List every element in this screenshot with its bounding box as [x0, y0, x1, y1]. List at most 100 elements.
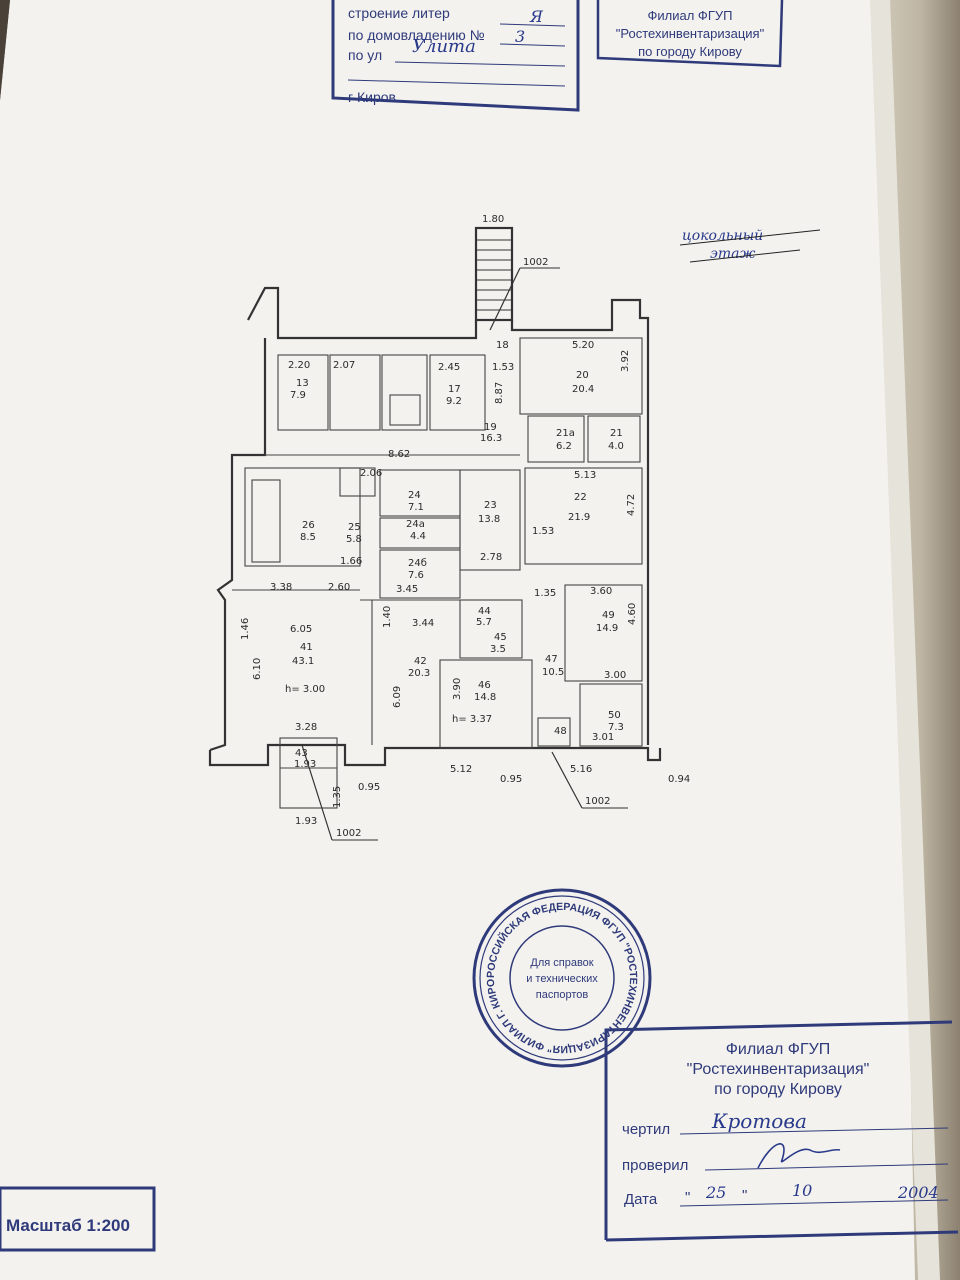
date-open-quote: " — [685, 1189, 690, 1206]
plan-label-l33: 2.78 — [480, 552, 502, 563]
plan-label-l85: 8.87 — [494, 382, 505, 404]
left-dark-corner — [0, 0, 10, 100]
plan-outer-bottom — [208, 743, 662, 767]
plan-label-l65: 0.95 — [358, 782, 380, 793]
stamp-line3-value: Улита — [412, 36, 476, 57]
scale-text: Масштаб 1:200 — [6, 1216, 130, 1235]
plan-label-l10: 20 — [576, 370, 589, 381]
stamp-line2-value: 3 — [515, 27, 525, 46]
floor-title-line2: этаж — [710, 246, 755, 262]
plan-label-l24: 21.9 — [568, 512, 590, 523]
drew-label: чертил — [622, 1121, 670, 1138]
paper-shadow — [870, 0, 940, 1280]
stamp-line1-value: Я — [529, 7, 544, 26]
stamp-line4-label: г Киров — [348, 89, 396, 105]
plan-label-l69: 1.46 — [240, 618, 251, 640]
plan-label-l54: 10.5 — [542, 667, 564, 678]
top-stamp-line1: Филиал ФГУП — [648, 8, 733, 23]
floor-title: цокольный этаж — [679, 228, 821, 263]
top-stamp-line2: "Ростехинвентаризация" — [616, 26, 765, 41]
plan-label-l44: 44 — [478, 606, 491, 617]
scale-box: Масштаб 1:200 — [0, 1186, 156, 1252]
plan-label-l77: 1.35 — [534, 588, 556, 599]
plan-label-l15: 6.2 — [556, 441, 572, 452]
plan-label-l11: 20.4 — [572, 384, 594, 395]
bottom-stamp-line1: Филиал ФГУП — [726, 1041, 831, 1058]
plan-label-l60: 1.93 — [294, 759, 316, 770]
date-month: 10 — [792, 1181, 812, 1200]
plan-label-l19: 24 — [408, 490, 421, 501]
plan-label-l66: 1.93 — [295, 816, 317, 827]
bottom-stamp: Филиал ФГУП "Ростехинвентаризация" по го… — [604, 1020, 959, 1242]
plan-label-l71: 1.40 — [382, 606, 393, 628]
checked-label: проверил — [622, 1157, 688, 1174]
plan-label-l62: 0.95 — [500, 774, 522, 785]
plan-label-l31: 24б — [408, 558, 427, 569]
plan-label-l48: 49 — [602, 610, 615, 621]
seal-center-line2: и технических — [526, 973, 598, 985]
plan-stairs — [474, 226, 514, 322]
plan-label-l40: h= 3.00 — [285, 684, 325, 695]
section-mark-1-label: 1002 — [523, 257, 548, 268]
section-mark-3: 1002 — [301, 744, 378, 841]
plan-label-l37: 6.05 — [290, 624, 312, 635]
plan-label-l1: 1.80 — [482, 214, 504, 225]
plan-label-l29: 24а — [406, 519, 425, 530]
plan-label-l5: 5.20 — [572, 340, 594, 351]
plan-label-l2: 2.20 — [288, 360, 310, 371]
plan-label-l55: 50 — [608, 710, 621, 721]
plan-label-l17: 4.0 — [608, 441, 624, 452]
plan-label-l36: 3.45 — [396, 584, 418, 595]
plan-label-l25: 26 — [302, 520, 315, 531]
plan-label-l18: 8.62 — [388, 449, 410, 460]
plan-outer-left — [209, 338, 267, 752]
plan-label-l34: 3.38 — [270, 582, 292, 593]
plan-label-l70: 6.09 — [392, 686, 403, 708]
plan-label-l74: 3.60 — [590, 586, 612, 597]
plan-label-l52: h= 3.37 — [452, 714, 492, 725]
signature-mark — [757, 1143, 841, 1169]
plan-label-l80: 3.92 — [620, 350, 631, 372]
plan-label-l23: 22 — [574, 492, 587, 503]
seal-center-line1: Для справок — [530, 957, 593, 969]
plan-label-l56: 7.3 — [608, 722, 624, 733]
plan-label-l46: 45 — [494, 632, 507, 643]
plan-label-l68: 6.10 — [252, 658, 263, 680]
drew-value: Кротова — [711, 1109, 807, 1133]
plan-label-l7: 7.9 — [290, 390, 306, 401]
plan-label-l47: 3.5 — [490, 644, 506, 655]
plan-label-l57: 48 — [554, 726, 567, 737]
plan-label-l67: 1.35 — [332, 786, 343, 808]
plan-label-l30: 4.4 — [410, 531, 426, 542]
section-mark-3-label: 1002 — [336, 828, 361, 839]
date-day: 25 — [705, 1183, 726, 1202]
top-right-stamp: Филиал ФГУП "Ростехинвентаризация" по го… — [596, 0, 784, 68]
plan-label-l12: 19 — [484, 422, 497, 433]
stamp-line1-label: строение литер — [348, 5, 450, 21]
plan-label-l76: 1.53 — [532, 526, 554, 537]
plan-label-l72: 3.90 — [452, 678, 463, 700]
plan-label-l32: 7.6 — [408, 570, 424, 581]
plan-label-l14: 21а — [556, 428, 575, 439]
plan-outer-top-right — [510, 298, 650, 745]
stamp-line2-label: по домовладению № — [348, 27, 485, 43]
plan-label-l6: 13 — [296, 378, 309, 389]
plan-label-l79: 4.60 — [627, 603, 638, 625]
paper — [0, 0, 915, 1280]
plan-label-l41: 3.44 — [412, 618, 434, 629]
date-label: Дата — [624, 1191, 658, 1208]
plan-label-l81: 2.06 — [360, 468, 382, 479]
plan-label-l26: 8.5 — [300, 532, 316, 543]
plan-label-l45: 5.7 — [476, 617, 492, 628]
plan-label-l51: 14.8 — [474, 692, 496, 703]
plan-label-l39: 43.1 — [292, 656, 314, 667]
plan-label-l38: 41 — [300, 642, 313, 653]
plan-label-l28: 5.8 — [346, 534, 362, 545]
stamp-line3-label: по ул — [348, 47, 382, 63]
top-left-stamp: строение литер Я по домовладению № 3 по … — [331, 0, 580, 112]
plan-label-l43: 20.3 — [408, 668, 430, 679]
floor-title-line1: цокольный — [682, 228, 763, 244]
plan-label-l16: 21 — [610, 428, 623, 439]
